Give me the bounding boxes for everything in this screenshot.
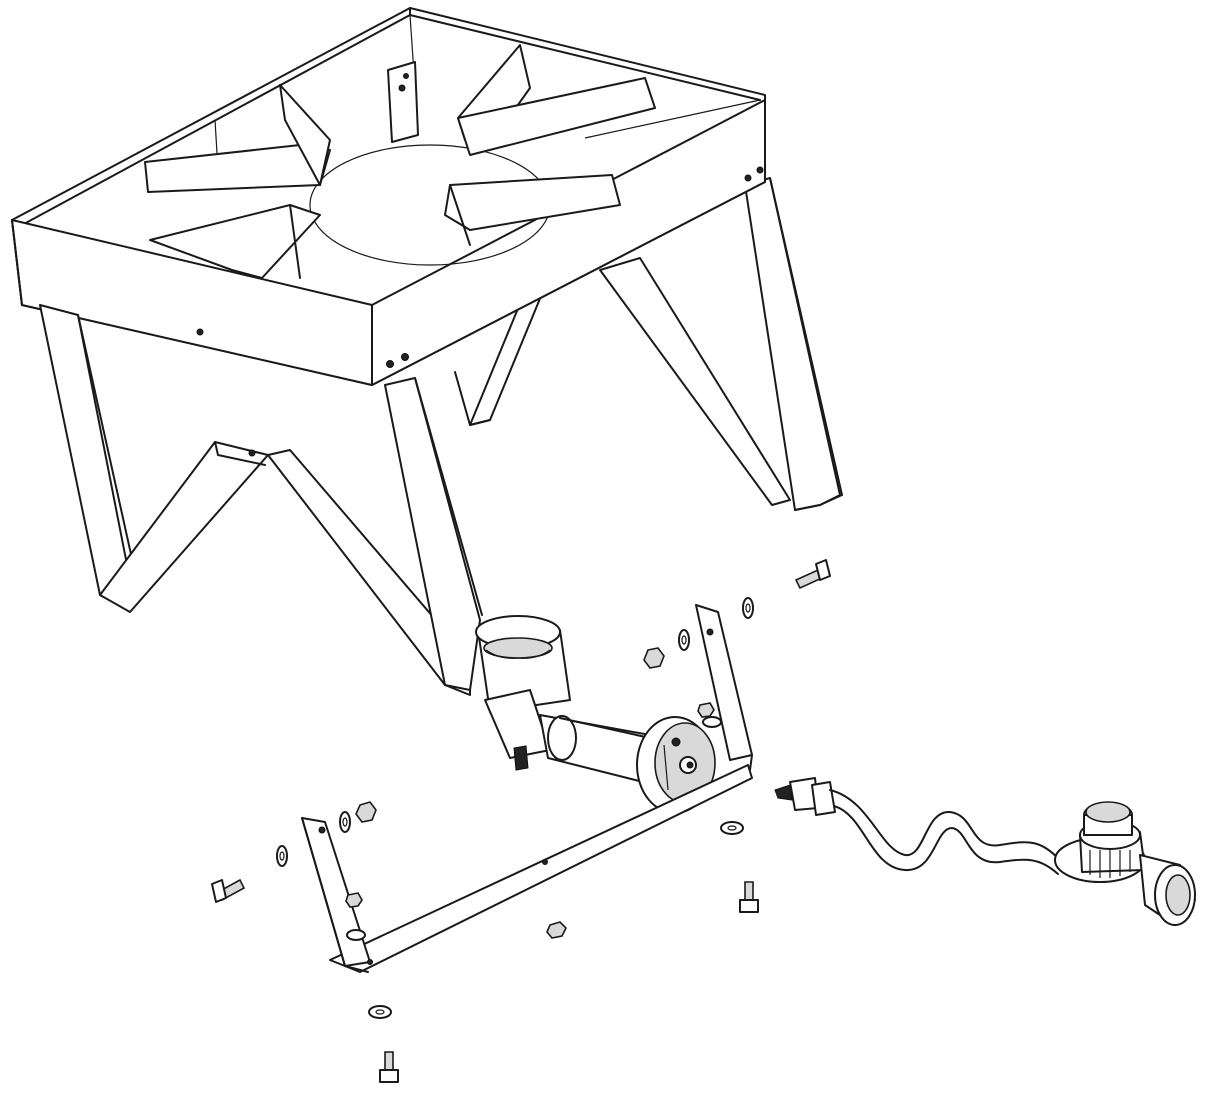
mounting-bracket	[301, 604, 753, 973]
air-shutter	[636, 716, 716, 814]
burner-head	[475, 615, 571, 771]
pot-support-arms	[144, 44, 656, 279]
washer	[276, 597, 754, 1019]
regulator	[1054, 801, 1196, 926]
frame-leg	[39, 304, 483, 696]
burner-tube	[539, 714, 656, 786]
bolt	[211, 559, 831, 1083]
nut	[345, 647, 715, 939]
propane-hose	[774, 777, 1061, 875]
